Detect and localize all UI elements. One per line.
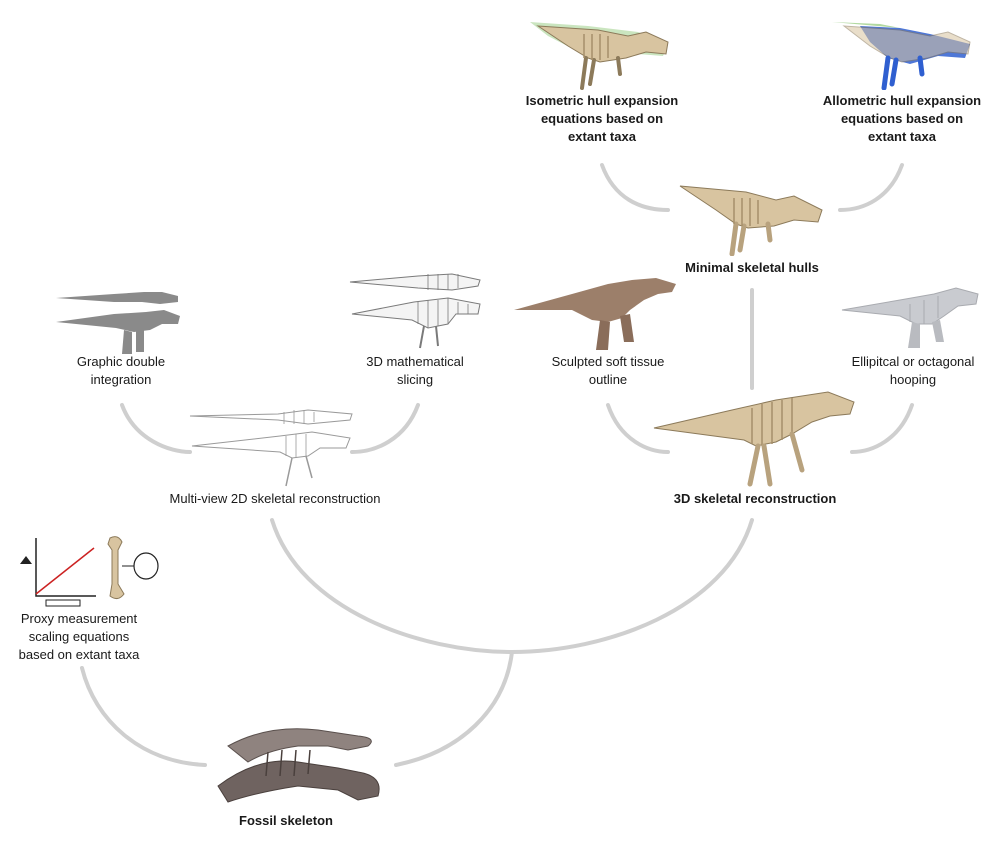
connector-fossil-to-trunk	[394, 650, 514, 767]
connector-hooping-to-3d	[850, 403, 914, 454]
trex-soft-tissue-model-icon	[514, 278, 676, 350]
sculpted-label: Sculpted soft tissue outline	[551, 354, 665, 387]
multiview-label: Multi-view 2D skeletal reconstruction	[169, 491, 381, 506]
graphic-double-illustration	[54, 286, 186, 356]
connector-multiview-to-3d	[270, 518, 754, 655]
allometric-hull-label: Allometric hull expansion equations base…	[822, 93, 982, 144]
allometric-hull-illustration	[830, 14, 980, 90]
connector-proxy-to-fossil	[80, 666, 207, 767]
connector-isometric-to-hulls	[600, 163, 670, 212]
sculpted-illustration	[512, 270, 680, 352]
math-slicing-label: 3D mathematical slicing	[366, 354, 464, 387]
isometric-hull-label: Isometric hull expansion equations based…	[525, 93, 679, 144]
trex-skeleton-blue-hull-icon	[832, 22, 971, 90]
trex-wireframe-slices-icon	[349, 273, 481, 349]
hooping-label: Ellipitcal or octagonal hooping	[851, 354, 975, 387]
minimal-hulls-illustration	[676, 178, 828, 256]
trex-skeleton-hull-icon	[679, 185, 823, 256]
trex-3d-skeleton-icon	[653, 391, 855, 487]
connector-sculpted-to-3d	[606, 403, 670, 454]
skeletal-3d-label: 3D skeletal reconstruction	[673, 491, 837, 506]
proxy-label: Proxy measurement scaling equations base…	[18, 611, 140, 662]
graphic-double-label: Graphic double integration	[76, 354, 166, 387]
connector-graphic-to-multiview	[120, 403, 192, 454]
fossil-skeleton-icon	[217, 728, 380, 803]
trex-skeleton-green-hull-icon	[530, 22, 669, 90]
femur-scaling-graph-icon	[20, 536, 159, 607]
skeletal-3d-illustration	[652, 384, 858, 488]
minimal-hulls-label: Minimal skeletal hulls	[685, 260, 819, 275]
trex-silhouette-two-view-icon	[56, 292, 180, 354]
multiview-illustration	[188, 402, 356, 488]
trex-low-poly-hoop-icon	[841, 287, 979, 348]
connector-allometric-to-hulls	[838, 163, 904, 212]
trex-multiview-skeleton-drawing-icon	[189, 409, 353, 487]
proxy-illustration	[14, 534, 164, 610]
isometric-hull-illustration	[528, 14, 678, 90]
fossil-illustration	[208, 716, 394, 808]
hooping-illustration	[840, 282, 982, 350]
math-slicing-illustration	[348, 268, 486, 350]
connector-slicing-to-multiview	[350, 403, 420, 454]
fossil-label: Fossil skeleton	[239, 813, 333, 828]
